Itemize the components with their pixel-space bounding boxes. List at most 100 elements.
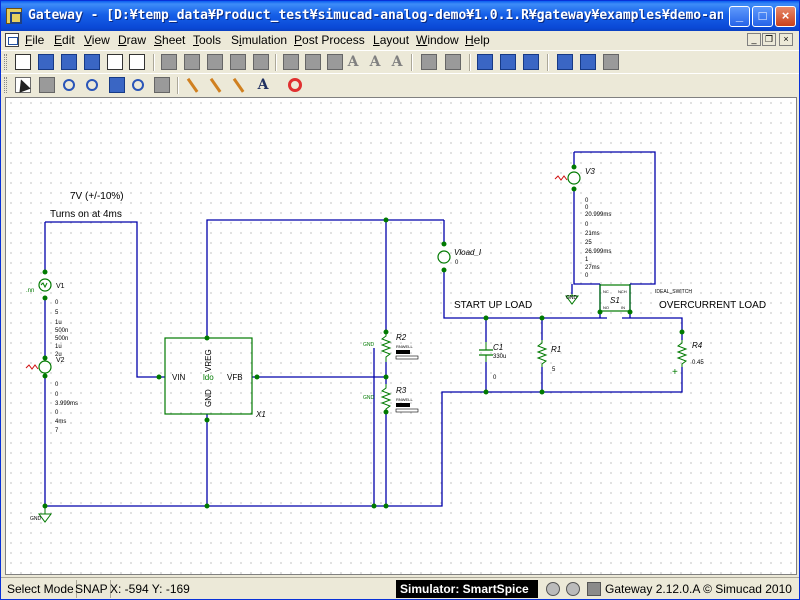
font-style-icon[interactable]: A [391, 54, 403, 70]
v1-param: 0 [55, 300, 59, 306]
window-title: Gateway - [D:¥temp_data¥Product_test¥sim… [28, 8, 723, 23]
r3-model: RNWELL [396, 397, 413, 402]
menu-view[interactable]: View [84, 33, 110, 47]
print-icon[interactable] [129, 54, 145, 70]
v3-param: 20.999ms [585, 212, 611, 218]
text-tool-icon[interactable]: A [257, 77, 269, 93]
s1-no: NO [603, 305, 609, 310]
source-v3[interactable]: V3 0 0 20.999ms 0 21ms 25 26.999ms 1 27m… [554, 167, 611, 279]
toolbar-separator [177, 77, 179, 94]
resistor-r1[interactable]: R1 5 [536, 340, 561, 373]
probe-current-icon[interactable] [580, 54, 596, 70]
pin-vin: VIN [172, 373, 186, 382]
vload-value: 0 [455, 260, 459, 266]
draw-toolbar: A [1, 73, 799, 96]
menu-file[interactable]: File [25, 33, 45, 47]
close-button[interactable]: × [775, 6, 796, 27]
new-file-icon[interactable] [15, 54, 31, 70]
schematic-canvas[interactable]: .nn V1 0 5 1u 500n 500n 1u 2u V2 0 [5, 97, 797, 575]
r4-label: R4 [692, 341, 703, 350]
pop-icon[interactable] [445, 54, 461, 70]
undo-icon[interactable] [253, 54, 269, 70]
v2-param: 0 [55, 382, 59, 388]
source-v2[interactable]: V2 0 0 3.999ms 0 4ms 7 [25, 357, 78, 434]
netlist-icon[interactable] [477, 54, 493, 70]
paste-icon[interactable] [207, 54, 223, 70]
start-up-load-label: START UP LOAD [454, 300, 532, 311]
title-bar[interactable]: Gateway - [D:¥temp_data¥Product_test¥sim… [1, 1, 799, 31]
select-arrow-icon[interactable] [15, 77, 31, 93]
ideal-switch-s1[interactable]: NC NCH NO IN S1 IDEAL_SWITCH [599, 284, 692, 312]
refresh-icon[interactable] [154, 77, 170, 93]
zoom-area-icon[interactable] [132, 79, 144, 91]
menu-tools[interactable]: Tools [193, 33, 222, 47]
v3-param: 1 [585, 257, 589, 263]
rotate-icon[interactable] [283, 54, 299, 70]
delete-icon[interactable] [230, 54, 246, 70]
open-icon[interactable] [38, 54, 54, 70]
resistor-r3[interactable]: GND R3 RNWELL [363, 384, 419, 413]
font-size-icon[interactable]: A [369, 54, 381, 70]
source-v1[interactable]: .nn V1 0 5 1u 500n 500n 1u 2u [26, 278, 68, 358]
settings-gear-icon[interactable] [566, 582, 580, 596]
gateway-app-icon[interactable] [6, 8, 22, 24]
menu-edit[interactable]: Edit [54, 33, 75, 47]
help-lifebuoy-icon[interactable] [288, 78, 302, 92]
menu-window[interactable]: Window [416, 33, 459, 47]
x1-label: X1 [255, 410, 266, 419]
save-icon[interactable] [84, 54, 100, 70]
properties-icon[interactable] [327, 54, 343, 70]
document-icon[interactable] [5, 33, 19, 47]
resistor-r2[interactable]: GND R2 RNWELL [363, 332, 419, 362]
hand-icon[interactable] [39, 77, 55, 93]
v3-param: 21ms [585, 231, 600, 237]
toolbar-grip[interactable] [4, 54, 7, 70]
mdi-close-button[interactable]: × [779, 33, 793, 46]
draw-wire-icon[interactable] [186, 77, 200, 93]
minimize-button[interactable]: _ [729, 6, 750, 27]
mirror-icon[interactable] [305, 54, 321, 70]
mdi-restore-button[interactable]: ❐ [762, 33, 776, 46]
simulator-badge[interactable]: Simulator: SmartSpice [396, 580, 538, 598]
menu-layout[interactable]: Layout [373, 33, 410, 47]
menu-post-process[interactable]: Post Process [294, 33, 365, 47]
waveform-icon[interactable] [523, 54, 539, 70]
status-snap[interactable]: SNAP [75, 580, 111, 598]
probe-icon[interactable] [557, 54, 573, 70]
status-mode: Select Mode [7, 580, 77, 598]
ldo-x1[interactable]: VIN ldo VFB VREG GND X1 [164, 337, 266, 419]
v3-param: 0 [585, 198, 589, 204]
draw-bus-icon[interactable] [209, 77, 223, 93]
s1-nch: NCH [618, 289, 627, 294]
font-bold-icon[interactable]: A [347, 54, 359, 70]
v2-param: 3.999ms [55, 401, 78, 407]
menu-simulation[interactable]: Simulation [231, 33, 288, 47]
zoom-fit-icon[interactable] [109, 77, 125, 93]
export-icon[interactable] [107, 54, 123, 70]
toolbar-grip[interactable] [4, 77, 7, 93]
toolbar-separator [469, 54, 471, 71]
resistor-r4[interactable]: + R4 0.45 [672, 340, 704, 378]
zoom-in-icon[interactable] [63, 79, 75, 91]
svg-text:.nn: .nn [26, 288, 34, 294]
mdi-minimize-button[interactable]: _ [747, 33, 761, 46]
simulate-icon[interactable] [500, 54, 516, 70]
maximize-button[interactable]: □ [752, 6, 773, 27]
r1-value: 5 [552, 367, 556, 373]
zoom-out-icon[interactable] [86, 79, 98, 91]
draw-line-icon[interactable] [232, 77, 246, 93]
v3-param: 27ms [585, 265, 600, 271]
capacitor-c1[interactable]: C1 330u 0 [479, 342, 506, 381]
v2-param: 4ms [55, 419, 66, 425]
schematic-drawing[interactable]: .nn V1 0 5 1u 500n 500n 1u 2u V2 0 [6, 98, 796, 574]
v1-param: 1u [55, 344, 62, 350]
clear-probes-icon[interactable] [603, 54, 619, 70]
push-icon[interactable] [421, 54, 437, 70]
menu-help[interactable]: Help [465, 33, 490, 47]
menu-draw[interactable]: Draw [118, 33, 147, 47]
open-folder-icon[interactable] [61, 54, 77, 70]
cut-icon[interactable] [161, 54, 177, 70]
menu-sheet[interactable]: Sheet [154, 33, 186, 47]
copy-icon[interactable] [184, 54, 200, 70]
current-probe-vload[interactable]: Vload_I 0 [437, 248, 482, 266]
